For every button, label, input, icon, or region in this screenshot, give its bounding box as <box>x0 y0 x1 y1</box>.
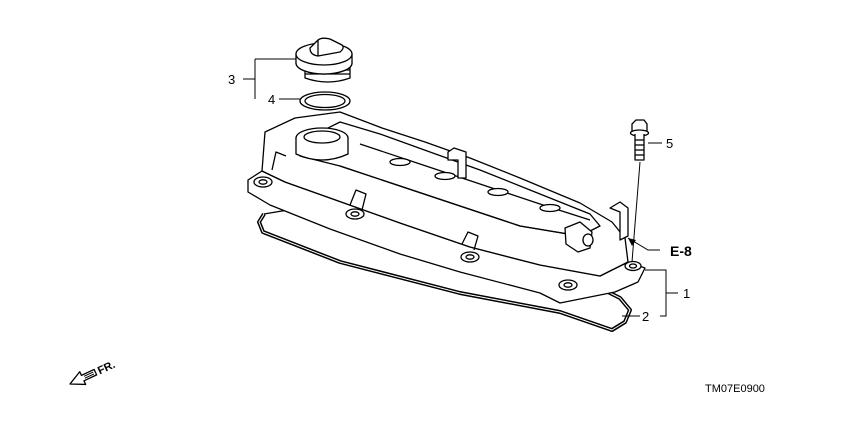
callout-5: 5 <box>666 136 673 151</box>
front-label: FR. <box>96 359 117 377</box>
front-direction-indicator: FR. <box>69 359 117 386</box>
oil-filler-cap <box>295 37 353 83</box>
reference-label: E-8 <box>670 243 692 259</box>
cylinder-head-cover <box>247 111 646 304</box>
o-ring-gasket <box>299 91 351 111</box>
leader-lines <box>243 58 678 317</box>
callout-2: 2 <box>642 309 649 324</box>
flange-bolt <box>629 119 650 161</box>
callout-3: 3 <box>228 72 235 87</box>
callout-1: 1 <box>683 286 690 301</box>
e8-arrow-head <box>628 238 636 246</box>
front-arrow-icon <box>69 368 98 386</box>
callout-4: 4 <box>268 92 275 107</box>
diagram-code: TM07E0900 <box>705 383 765 395</box>
